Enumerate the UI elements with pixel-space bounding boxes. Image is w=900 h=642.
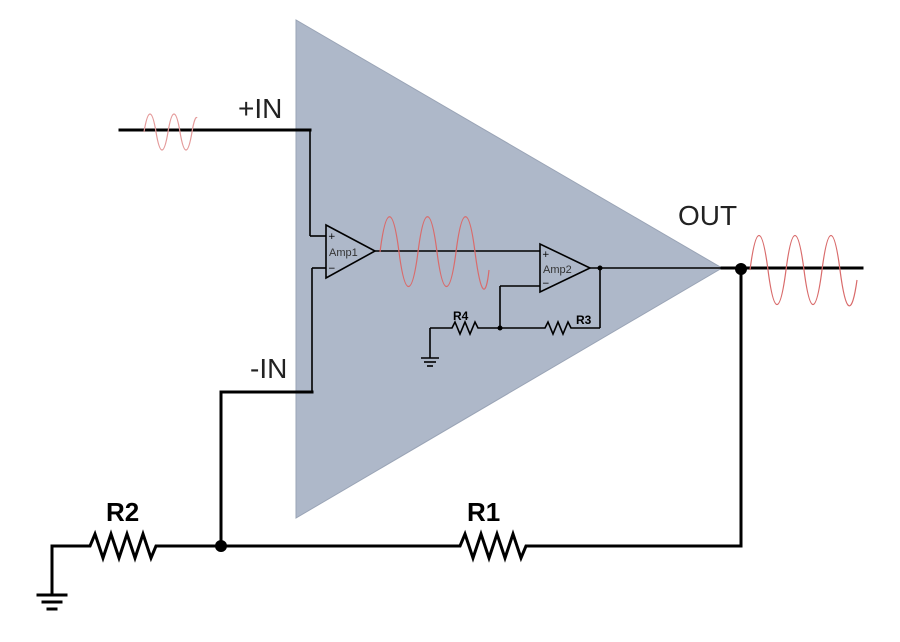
- ground-icon: [421, 328, 439, 367]
- instrumentation-amplifier-body: [295, 19, 723, 519]
- input-signal-wave: [143, 113, 198, 151]
- intermediate-signal-wave: [379, 216, 490, 290]
- minus-in-label: -IN: [250, 353, 287, 384]
- amp1-plus-sign: +: [328, 232, 336, 242]
- amp1-label: Amp1: [329, 247, 358, 259]
- r4-resistor: [430, 319, 500, 337]
- amp1-triangle: [325, 223, 377, 280]
- out-label: OUT: [678, 200, 737, 231]
- amp2-triangle: [539, 242, 592, 294]
- r3-resistor: [500, 319, 600, 337]
- ground-icon: [36, 544, 68, 611]
- amp2-label: Amp2: [543, 264, 572, 276]
- r2-resistor: [50, 529, 223, 563]
- amp1-minus-sign: −: [328, 264, 336, 274]
- amp2-plus-sign: +: [542, 250, 550, 260]
- r4-label: R4: [453, 309, 469, 323]
- amp2-minus-sign: −: [542, 279, 550, 289]
- r1-label: R1: [467, 497, 500, 527]
- r1-resistor: [219, 529, 743, 563]
- output-signal-wave: [749, 234, 858, 307]
- r2-label: R2: [106, 497, 139, 527]
- r3-label: R3: [576, 313, 592, 327]
- plus-in-label: +IN: [238, 93, 282, 124]
